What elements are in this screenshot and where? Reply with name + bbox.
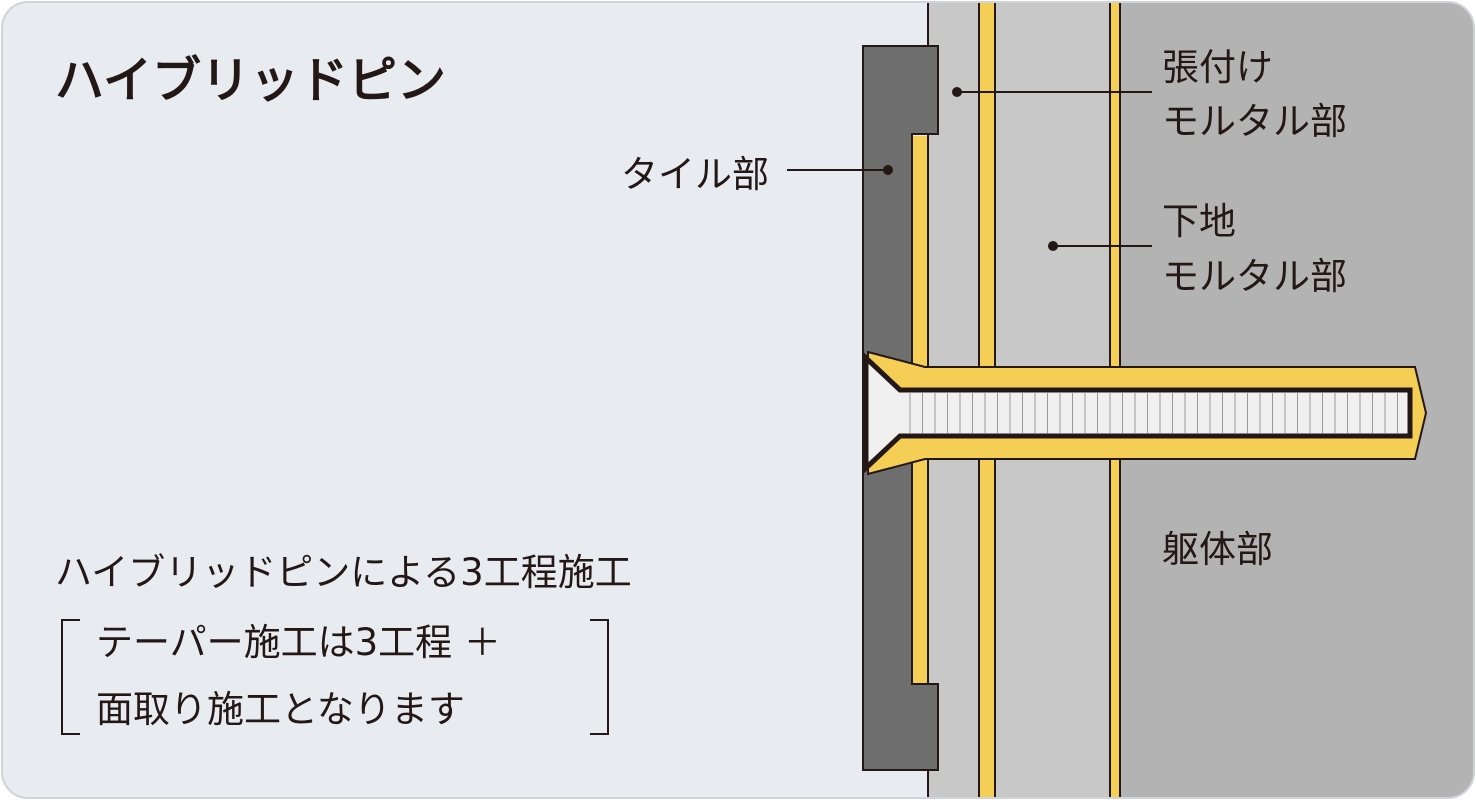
base-mortar-label-line1: 下地 [1162,200,1236,243]
note-brackets [61,619,609,735]
tile-label: タイル部 [621,153,769,196]
pin-threads [909,393,1398,433]
adhesive-mortar-label-line2: モルタル部 [1162,100,1347,143]
base-leader-dot [1048,241,1058,251]
description-note-line2: 面取り施工となります [96,688,465,731]
diagram-title: ハイブリッドピン [55,52,446,109]
description-note-line1: テーパー施工は3工程 ＋ [96,621,501,664]
hybrid-pin [863,352,1413,474]
base-mortar-label-line2: モルタル部 [1162,255,1347,298]
structure-label: 躯体部 [1162,528,1273,571]
description-line1: ハイブリッドピンによる3工程施工 [55,551,632,594]
adhesive-mortar-label-line1: 張付け [1162,46,1273,89]
tile-leader-dot [883,165,893,175]
adhesive-leader-dot [952,87,962,97]
leader-lines [787,87,1152,251]
left-bracket [61,619,80,735]
right-bracket [590,619,609,735]
